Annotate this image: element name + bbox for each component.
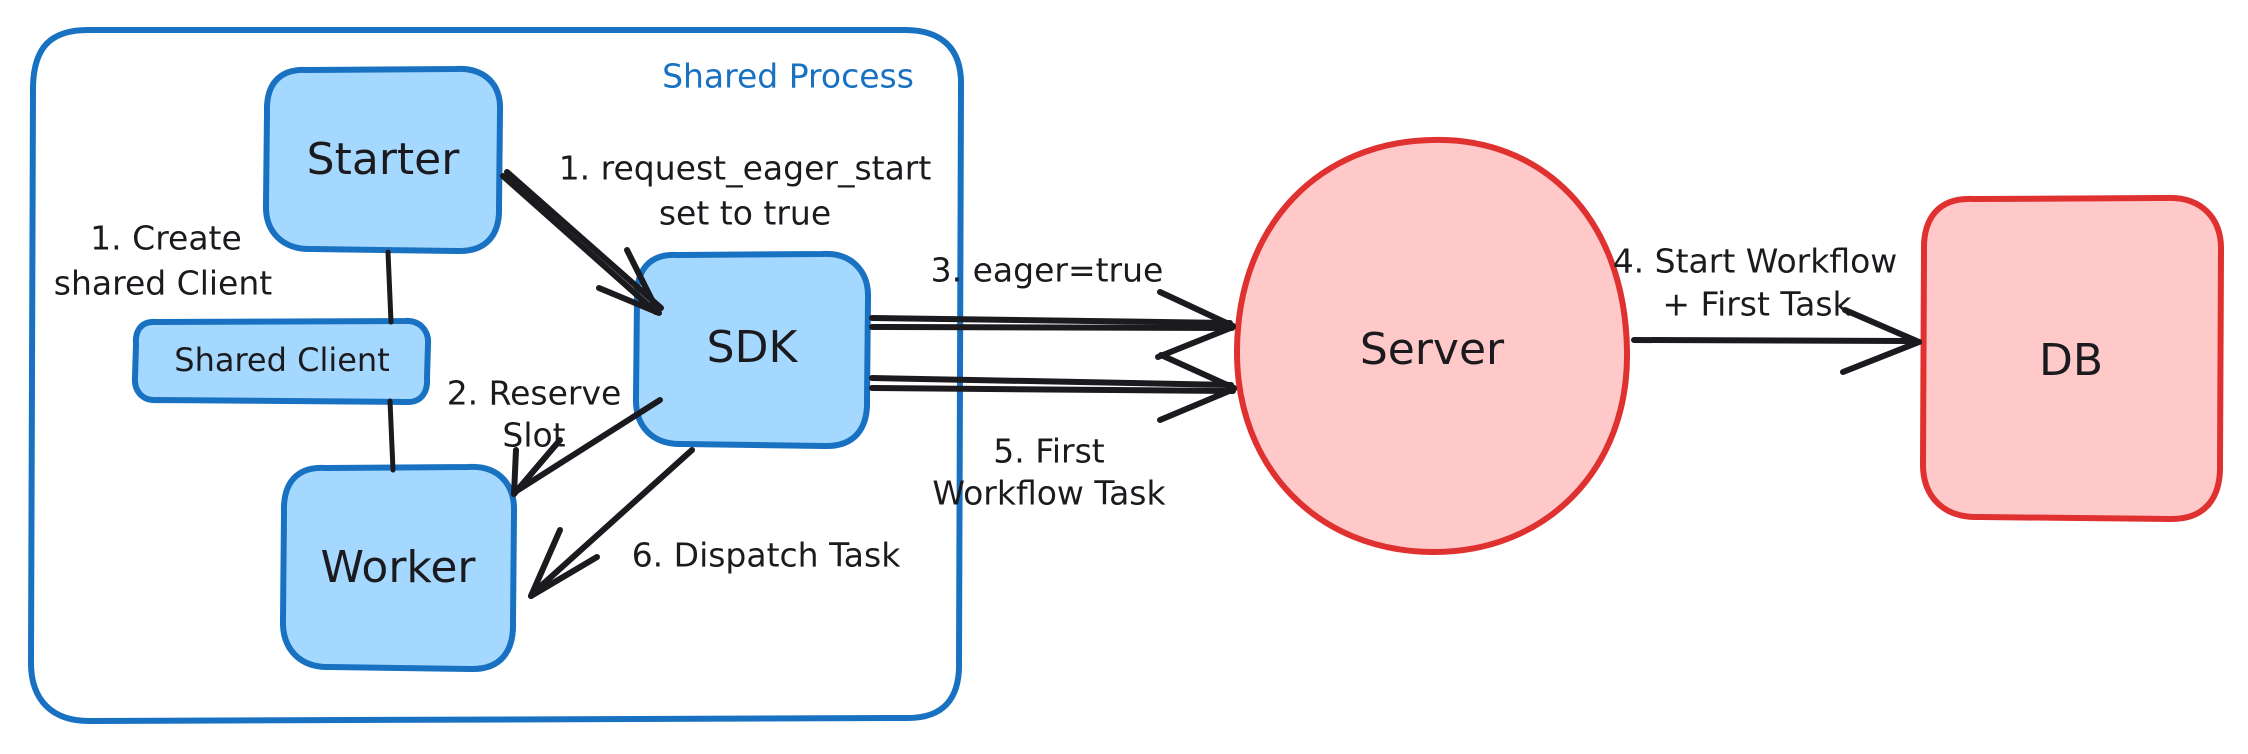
connector-eager-true <box>869 289 1236 360</box>
connector-create-shared-client <box>385 249 396 473</box>
node-shared-client-label: Shared Client <box>174 341 389 379</box>
connector-dispatch-task <box>528 447 695 599</box>
node-db[interactable] <box>1919 194 2225 523</box>
node-starter-label: Starter <box>307 134 461 185</box>
edge-label-dispatch-line1: 6. Dispatch Task <box>632 536 902 575</box>
edge-label-create-line2: shared Client <box>54 264 273 303</box>
shared-process-title: Shared Process <box>662 57 914 96</box>
connector-request-eager-start <box>500 169 664 316</box>
edge-label-first-line2: Workflow Task <box>932 474 1166 513</box>
edge-label-request-line1: 1. request_eager_start <box>559 149 932 188</box>
edge-label-start-line2: + First Task <box>1662 285 1852 324</box>
edge-label-eager-line1: 3. eager=true <box>931 251 1164 290</box>
node-sdk-label: SDK <box>707 322 799 373</box>
node-starter[interactable] <box>262 65 504 255</box>
edge-label-start-line1: 4. Start Workflow <box>1613 242 1898 281</box>
connector-reserve-slot <box>511 397 663 497</box>
edge-label-create-line1: 1. Create <box>90 219 242 258</box>
node-server[interactable] <box>1233 136 1631 556</box>
node-shared-client[interactable] <box>131 317 432 406</box>
edge-label-first-line1: 5. First <box>993 432 1104 471</box>
node-server-label: Server <box>1360 324 1505 375</box>
node-worker-label: Worker <box>320 542 476 593</box>
node-worker[interactable] <box>279 463 518 673</box>
connector-first-workflow-task <box>869 352 1237 423</box>
edge-label-reserve-line1: 2. Reserve <box>447 374 622 413</box>
connector-start-workflow <box>1631 307 1922 375</box>
edge-label-request-line2: set to true <box>659 194 831 233</box>
edge-label-reserve-line2: Slot <box>502 416 565 455</box>
node-db-label: DB <box>2039 335 2103 386</box>
